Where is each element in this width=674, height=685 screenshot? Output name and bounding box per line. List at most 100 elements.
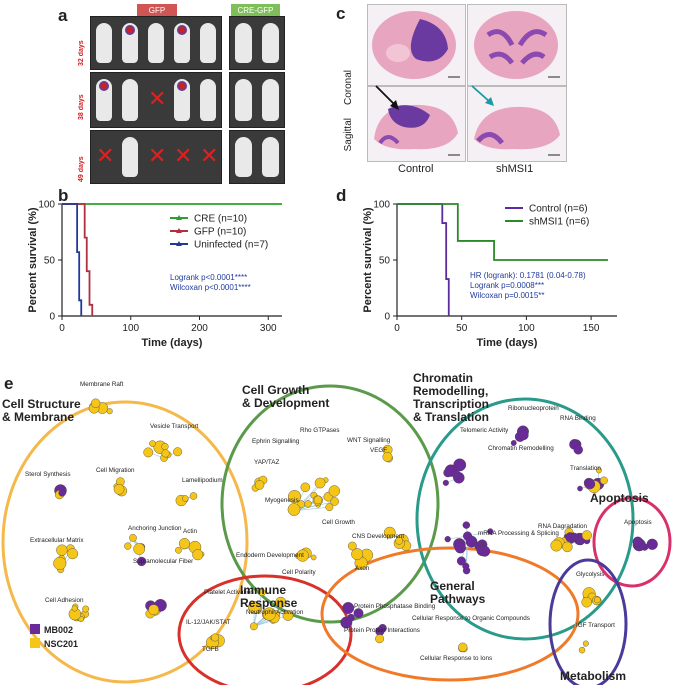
term-label-8: Anchoring Junction	[128, 525, 182, 532]
bioluminescence-signal	[177, 81, 187, 91]
network-node	[161, 449, 170, 458]
network-node	[300, 482, 311, 493]
network-node	[249, 622, 258, 631]
chart-b-legend-marker-2	[176, 228, 182, 233]
network-node	[581, 530, 592, 541]
term-label-13: WNT Signalling	[347, 437, 391, 444]
network-node	[458, 642, 468, 652]
chart-b-annotation-1: Logrank p<0.0001****	[170, 273, 247, 282]
network-node	[582, 640, 589, 647]
panel-e-label: e	[4, 374, 14, 393]
network-node	[452, 470, 462, 480]
panel-a-label: a	[58, 6, 68, 25]
network-node	[595, 467, 602, 474]
term-label-27: RNA Dagradation	[538, 523, 588, 530]
mouse-figure	[96, 23, 112, 63]
black-arrow-icon	[375, 85, 399, 110]
network-node	[383, 526, 396, 539]
network-node	[247, 601, 261, 614]
network-node	[550, 539, 563, 552]
term-label-28: mRNA Processing & Splicing	[478, 530, 559, 537]
term-label-22: Ribonucleoprotein	[508, 405, 559, 412]
group-title-3-line-3: Transcription	[413, 397, 489, 411]
cell-structure-ellipse	[1, 400, 249, 684]
row-label-32-days: 32 days	[78, 40, 85, 66]
gfp-image-row-3: ✕✕✕✕	[90, 130, 222, 184]
network-node	[173, 447, 183, 457]
apoptosis-ellipse	[592, 496, 672, 588]
term-label-35: Cellular Response to Organic Compounds	[412, 615, 530, 622]
network-node	[133, 543, 146, 555]
term-label-17: Cell Growth	[322, 519, 355, 526]
bioluminescence-signal	[177, 25, 187, 35]
term-label-2: Vesicle Transport	[150, 423, 199, 430]
network-node	[487, 528, 494, 535]
chart-b-y-tick-label: 50	[44, 256, 56, 267]
deceased-cross-mark: ✕	[148, 86, 167, 111]
legend-swatch-mb002	[30, 624, 40, 634]
term-label-15: VEGF	[370, 447, 387, 454]
chart-d-y-axis-label: Percent survival (%)	[362, 207, 374, 312]
metabolism-ellipse	[548, 558, 628, 685]
network-node	[149, 440, 156, 447]
network-node	[382, 451, 393, 462]
chart-d-annotation-1: HR (logrank): 0.1781 (0.04-0.78)	[470, 271, 586, 280]
network-node	[178, 538, 191, 550]
network-node	[148, 604, 160, 616]
term-label-34: Protein Phosphatase Binding	[354, 603, 436, 610]
term-label-37: Cellular Response to Ions	[420, 655, 492, 662]
chart-b-x-tick-label: 0	[59, 323, 65, 334]
cre-gfp-image-row-1	[229, 16, 285, 70]
chart-b-legend-label-1: CRE (n=10)	[194, 214, 247, 225]
chart-b-x-tick-label: 200	[191, 323, 208, 334]
sagittal-shmsi1-image	[467, 86, 567, 162]
network-node	[572, 439, 579, 447]
network-node	[442, 479, 449, 486]
network-node	[314, 477, 326, 489]
group-title-3-line-1: Chromatin	[413, 371, 473, 385]
network-node	[465, 535, 478, 548]
mouse-figure	[235, 137, 252, 177]
sagittal-control-image	[367, 86, 466, 162]
chart-b-y-tick-label: 0	[49, 312, 55, 323]
chart-b-y-axis-label: Percent survival (%)	[27, 207, 39, 312]
network-node	[599, 476, 608, 485]
term-label-29: Apoptosis	[624, 519, 652, 526]
cre-gfp-image-row-2	[229, 72, 285, 128]
term-label-39: IGF Transport	[576, 622, 615, 629]
term-label-3: Sterol Synthesis	[25, 471, 71, 478]
deceased-cross-mark: ✕	[96, 143, 115, 168]
bioluminescence-signal	[99, 81, 109, 91]
deceased-cross-mark: ✕	[200, 143, 219, 168]
term-label-19: Endoderm Development	[236, 552, 304, 559]
chart-d-x-tick-label: 50	[456, 323, 468, 334]
group-title-7-line-1: Metabolism	[560, 669, 626, 683]
network-node	[310, 554, 317, 561]
term-label-5: Lamellipodium	[182, 477, 223, 484]
network-node	[53, 556, 67, 570]
network-node	[375, 634, 385, 644]
network-node	[287, 503, 301, 516]
group-title-1-line-2: & Membrane	[2, 410, 74, 424]
term-label-9: Supramolecular Fiber	[133, 558, 193, 565]
mouse-figure	[262, 137, 279, 177]
network-node	[518, 430, 529, 441]
group-title-4-line-1: Apoptosis	[590, 491, 649, 505]
network-node	[456, 556, 466, 566]
mouse-figure	[122, 79, 138, 121]
network-node	[325, 503, 334, 512]
term-label-24: Telomeric Activity	[460, 427, 509, 434]
chart-b-x-tick-label: 300	[260, 323, 277, 334]
term-label-31: Neutrophil Activation	[246, 609, 304, 616]
chart-b-legend-marker-3	[176, 241, 182, 246]
row-label-38-days: 38 days	[78, 94, 85, 120]
term-label-12: Ephrin Signalling	[252, 438, 300, 445]
network-node	[113, 484, 125, 495]
deceased-cross-mark: ✕	[174, 143, 193, 168]
network-node	[347, 613, 355, 622]
network-node	[282, 610, 294, 621]
chart-b-legend-label-2: GFP (n=10)	[194, 227, 246, 238]
group-title-6-line-2: Pathways	[430, 592, 486, 606]
chart-d-legend-label-1: Control (n=6)	[529, 204, 588, 215]
group-title-5-line-1: Immune	[240, 583, 286, 597]
